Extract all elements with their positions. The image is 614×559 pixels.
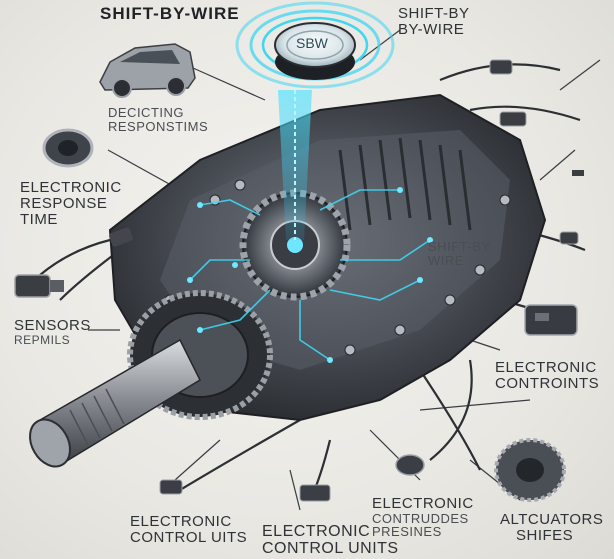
label-line: ELECTRONIC	[130, 513, 232, 530]
label-ecu-left: ELECTRONIC CONTROL UITS	[130, 514, 247, 546]
output-shaft	[29, 338, 201, 468]
sensor-disc-icon	[42, 128, 94, 168]
label-line: SENSORS	[14, 317, 91, 334]
label-electronic-response: ELECTRONIC RESPONSE TIME	[20, 180, 122, 227]
connector-plug-icon	[14, 227, 133, 298]
label-line: PRESINES	[372, 524, 442, 540]
label-ecu-center: ELECTRONIC CONTROL UNITS	[262, 523, 399, 558]
label-line: BY-WIRE	[398, 20, 465, 38]
label-line: WIRE	[428, 252, 464, 268]
label-line: CONTRUDDES	[372, 510, 469, 526]
label-shift-by-wire-top: SHIFT-BY BY-WIRE	[398, 6, 470, 38]
top-right-connector-icons	[489, 59, 584, 245]
label-line: SHIFT-BY	[398, 5, 470, 22]
label-sensors: SENSORS REPMILS	[14, 318, 91, 346]
label-controlled-presines: ELECTRONIC CONTRUDDES PRESINES	[372, 496, 474, 539]
title: SHIFT-BY-WIRE	[100, 4, 240, 23]
label-line: CONTROL UITS	[130, 528, 248, 546]
label-actuators: ALTCUATORS SHIFES	[500, 512, 603, 544]
label-line: DECICTING	[108, 105, 184, 120]
label-line: ALTCUATORS	[500, 511, 604, 528]
label-line: ELECTRONIC	[495, 359, 597, 376]
sbw-knob	[235, 1, 395, 89]
circuit-traces	[189, 189, 431, 361]
sensor-module-icon	[524, 304, 578, 336]
label-depicting: DECICTING RESPONSTIMS	[108, 106, 208, 133]
bottom-connector-icons	[159, 454, 425, 502]
suv-icon	[99, 43, 196, 98]
actuator-icon	[494, 438, 566, 502]
label-line: RESPONSE	[20, 194, 108, 212]
knob-text: SBW	[296, 35, 328, 51]
circuit-nodes	[187, 187, 433, 363]
signal-beam	[278, 90, 312, 240]
label-line: CONTROINTS	[495, 374, 600, 392]
label-line: REPMILS	[14, 332, 71, 347]
label-shift-by-wire-right: SHIFT-BY WIRE	[428, 240, 491, 267]
label-line: SHIFES	[516, 526, 574, 544]
label-line: ELECTRONIC	[262, 523, 371, 540]
label-line: CONTROL UNITS	[262, 539, 399, 557]
label-electronic-controls: ELECTRONIC CONTROINTS	[495, 360, 599, 392]
label-line: TIME	[20, 210, 58, 228]
label-line: ELECTRONIC	[20, 179, 122, 196]
label-line: RESPONSTIMS	[108, 118, 209, 134]
label-line: SHIFT-BY	[428, 239, 491, 254]
label-line: ELECTRONIC	[372, 495, 474, 512]
